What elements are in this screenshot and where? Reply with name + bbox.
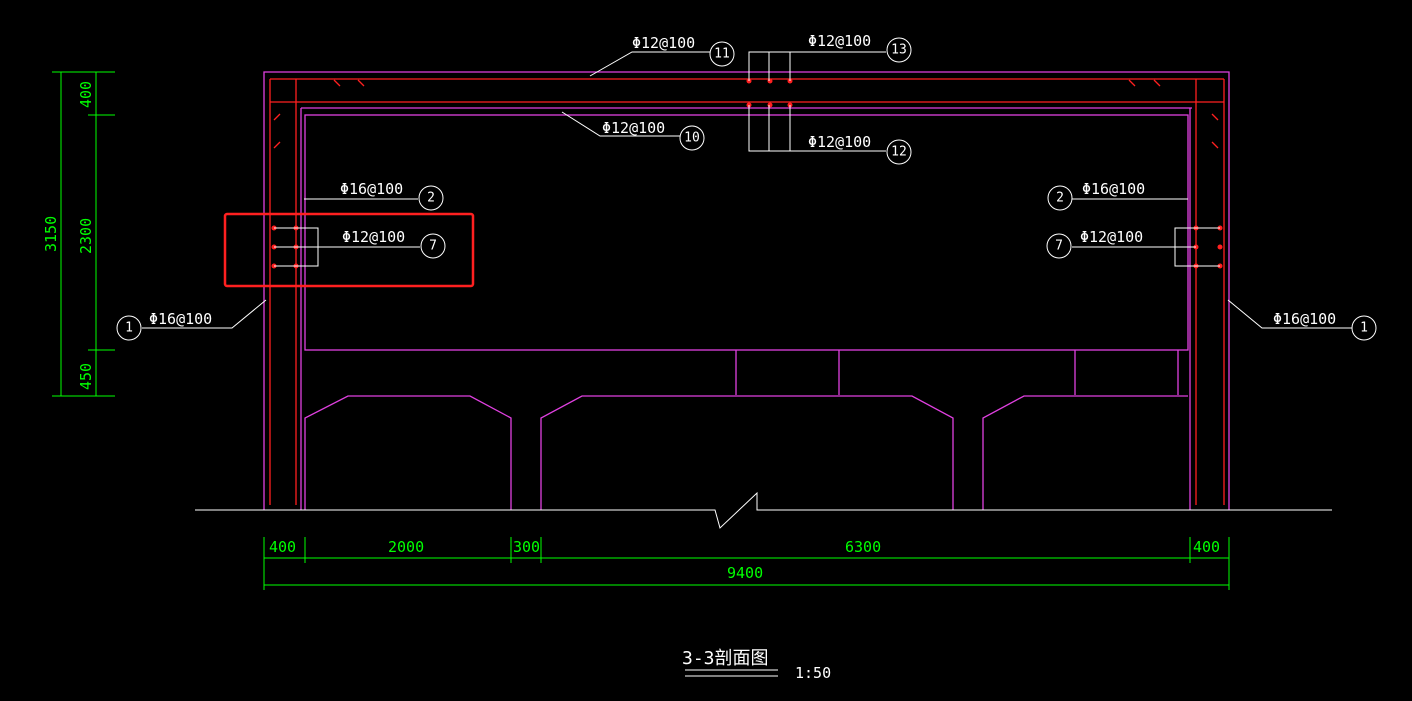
vertical-dimensions: 3150 400 2300 450	[42, 71, 115, 397]
dim-h-seg2: 2000	[388, 538, 424, 556]
label-inner-top: Φ12@100	[602, 119, 665, 137]
marker-left-inner-wall: 2	[427, 191, 435, 206]
drawing-scale: 1:50	[795, 664, 831, 682]
label-left-inner-wall: Φ16@100	[340, 180, 403, 198]
concrete-outline	[263, 71, 1230, 510]
highlight-box	[223, 212, 475, 288]
marker-top-bar: 11	[714, 47, 730, 62]
label-top-bar: Φ12@100	[632, 34, 695, 52]
drawing-title: 3-3剖面图	[682, 648, 769, 669]
marker-left-outer: 1	[125, 321, 133, 336]
dim-vertical-top: 400	[77, 81, 95, 108]
rebar-lines	[269, 78, 1225, 505]
dim-h-seg5: 400	[1193, 538, 1220, 556]
dim-vertical-total: 3150	[42, 216, 60, 252]
label-right-mid: Φ12@100	[1080, 228, 1143, 246]
dim-h-seg4: 6300	[845, 538, 881, 556]
marker-right-outer: 1	[1360, 321, 1368, 336]
marker-right-inner-wall: 2	[1056, 191, 1064, 206]
marker-top-right-upper: 13	[891, 43, 907, 58]
label-left-outer: Φ16@100	[149, 310, 212, 328]
leader-lines	[142, 51, 1352, 677]
marker-right-mid: 7	[1055, 239, 1063, 254]
label-left-mid: Φ12@100	[342, 228, 405, 246]
rebar-dots	[271, 78, 1223, 269]
dim-vertical-mid: 2300	[77, 218, 95, 254]
marker-inner-top: 10	[684, 131, 700, 146]
label-right-inner-wall: Φ16@100	[1082, 180, 1145, 198]
dim-h-seg3: 300	[513, 538, 540, 556]
dim-h-seg1: 400	[269, 538, 296, 556]
marker-left-mid: 7	[429, 239, 437, 254]
horizontal-dimensions: 400 2000 300 6300 400 9400	[263, 537, 1230, 590]
marker-top-right-lower: 12	[891, 145, 907, 160]
dim-vertical-bottom: 450	[77, 363, 95, 390]
rebar-labels: Φ12@100 11 Φ12@100 13 Φ12@100 10 Φ12@100…	[116, 32, 1377, 341]
label-top-right-upper: Φ12@100	[808, 32, 871, 50]
label-right-outer: Φ16@100	[1273, 310, 1336, 328]
dim-h-total: 9400	[727, 564, 763, 582]
label-top-right-lower: Φ12@100	[808, 133, 871, 151]
